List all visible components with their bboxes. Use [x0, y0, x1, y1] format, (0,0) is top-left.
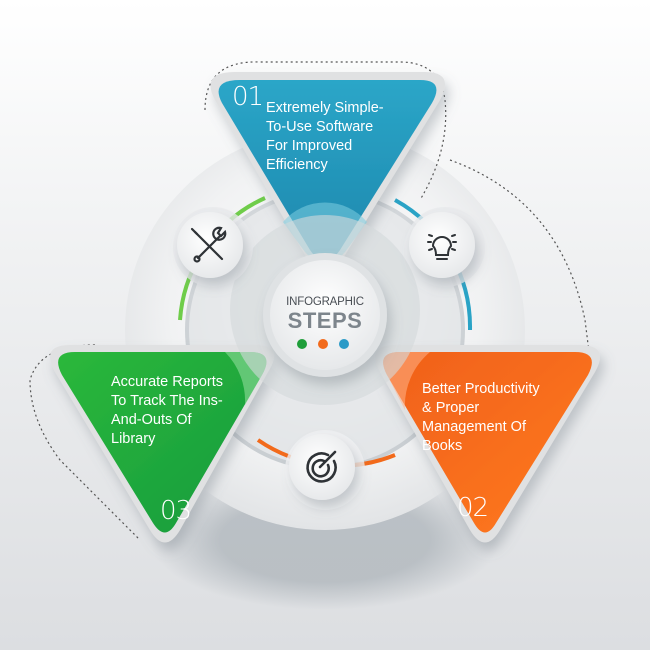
step-01-text: Extremely Simple- To-Use Software For Im… — [266, 100, 384, 173]
dashed-outline-right — [449, 159, 591, 361]
orange-dot — [318, 339, 328, 349]
step-03-number: 03 — [160, 496, 192, 526]
step-02-text: Better Productivity & Proper Management … — [422, 381, 540, 454]
center-subtitle: STEPS — [287, 308, 363, 333]
dashed-outline-top — [204, 61, 447, 201]
target-icon-button[interactable] — [285, 430, 365, 510]
green-dot — [297, 339, 307, 349]
tools-icon-button[interactable] — [173, 207, 253, 287]
step-02-number: 02 — [457, 493, 489, 523]
center-dots — [297, 339, 349, 349]
tools-icon — [190, 226, 227, 263]
lightbulb-icon — [427, 234, 457, 260]
center-title: INFOGRAPHIC — [286, 296, 364, 308]
target-icon — [306, 450, 337, 483]
lightbulb-icon-button[interactable] — [405, 207, 485, 287]
step-03-text: Accurate Reports To Track The Ins- And-O… — [111, 374, 224, 447]
blue-dot — [339, 339, 349, 349]
step-01-number: 01 — [232, 82, 264, 112]
